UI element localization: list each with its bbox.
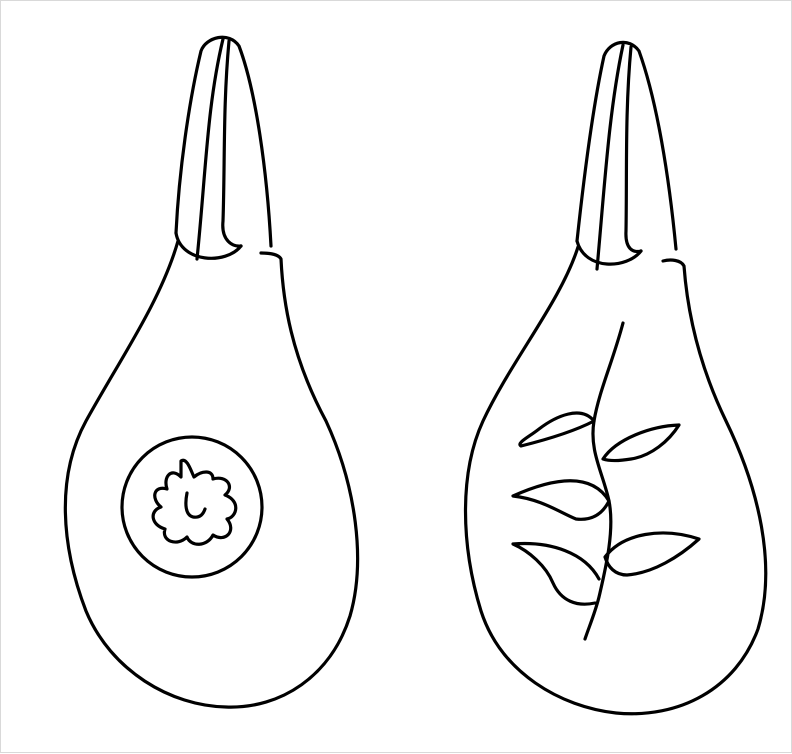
right-gourd-leaf-lower-right: [605, 533, 699, 575]
right-gourd-leaf-top-right: [603, 425, 679, 461]
left-gourd-stripe-outer: [197, 39, 223, 259]
left-gourd-flower: [153, 460, 236, 544]
right-gourd: [466, 42, 766, 713]
left-gourd-circle: [122, 437, 262, 577]
right-gourd-body: [466, 247, 766, 714]
right-gourd-neck-rim: [577, 241, 641, 264]
left-gourd-flower-center: [186, 493, 205, 517]
left-gourd-stripe-inner: [223, 41, 241, 246]
right-gourd-stripe-inner: [626, 47, 641, 251]
right-gourd-branch-stem: [585, 323, 623, 639]
right-gourd-leaf-top-left: [520, 413, 594, 446]
right-gourd-leaf-middle-left: [513, 481, 609, 519]
left-gourd: [65, 37, 357, 707]
right-gourd-leaf-lower-left: [513, 544, 599, 605]
